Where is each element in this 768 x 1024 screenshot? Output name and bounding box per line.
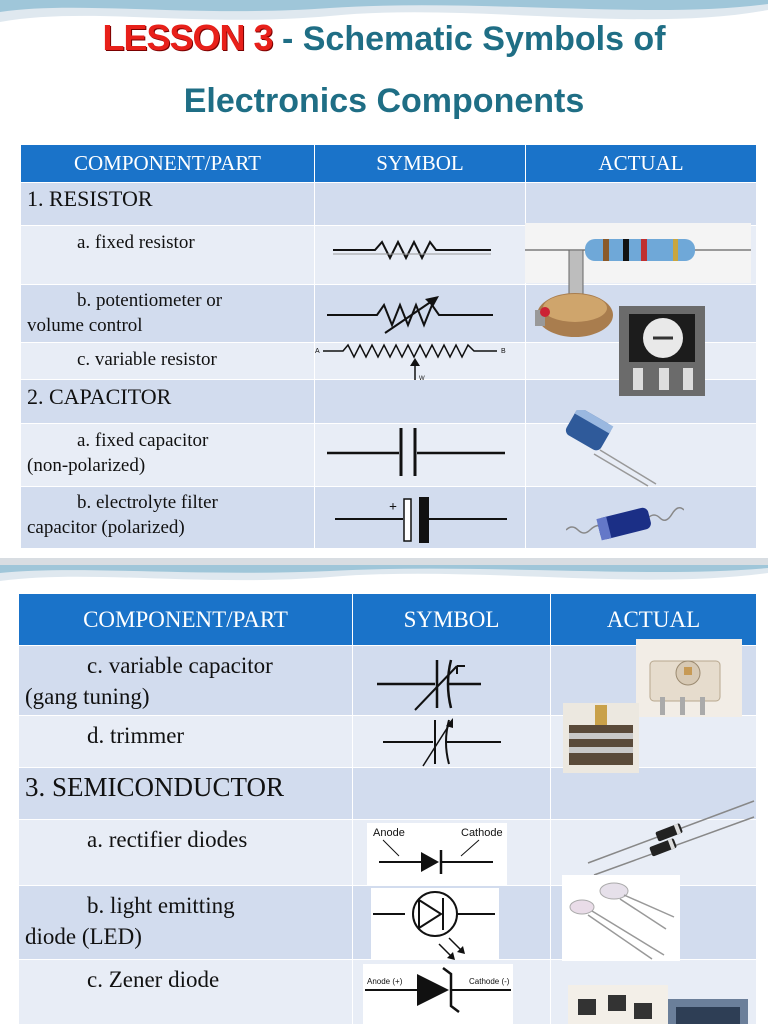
table-row: d. trimmer: [18, 715, 757, 768]
row-led-line2: diode (LED): [25, 924, 142, 949]
variable-capacitor-symbol: [377, 659, 481, 711]
table-row: 1. RESISTOR: [20, 182, 757, 226]
fixed-resistor-symbol: [333, 239, 491, 261]
title-line-1: - Schematic Symbols of: [272, 20, 666, 58]
row-led-line1: b. light emitting: [87, 893, 235, 918]
row-electrolyte-line2: capacitor (polarized): [27, 517, 185, 538]
electrolytic-capacitor-photo: [566, 507, 684, 541]
row-potentiometer-line2: volume control: [27, 315, 143, 336]
rectifier-diode-photo: [587, 800, 755, 876]
slide-separator: [0, 558, 768, 567]
row-variable-capacitor-line1: c. variable capacitor: [87, 653, 273, 678]
fixed-capacitor-symbol: [327, 428, 505, 476]
header-wave-decoration-2: [0, 565, 768, 581]
label-anode-plus: Anode (+): [367, 977, 403, 986]
row-rectifier-diodes: a. rectifier diodes: [87, 827, 248, 852]
table-row: 2. CAPACITOR: [20, 379, 757, 424]
led-photo: [562, 875, 680, 961]
table-row: b. electrolyte filter capacitor (polarize…: [20, 486, 757, 549]
category-semiconductor: 3. SEMICONDUCTOR: [25, 772, 285, 802]
header-component: COMPONENT/PART: [20, 144, 315, 183]
slide-1: LESSON 3 - Schematic Symbols of Electron…: [0, 0, 768, 549]
label-anode: Anode: [373, 827, 405, 839]
row-zener-diode: c. Zener diode: [87, 967, 220, 992]
row-trimmer: d. trimmer: [87, 723, 185, 748]
slide-title: LESSON 3 - Schematic Symbols of Electron…: [0, 14, 768, 125]
header-wave-decoration: [0, 0, 768, 22]
row-potentiometer-line1: b. potentiometer or: [77, 290, 223, 311]
category-resistor: 1. RESISTOR: [27, 186, 153, 211]
table-row: b. potentiometer or volume control: [20, 284, 757, 343]
label-plus: +: [389, 500, 397, 515]
lesson-label: LESSON 3: [102, 17, 273, 58]
variable-resistor-photo: [619, 306, 705, 396]
row-variable-capacitor-line2: (gang tuning): [25, 684, 150, 709]
zener-diode-symbol: Anode (+) Cathode (-): [363, 964, 513, 1024]
header-component-2: COMPONENT/PART: [18, 593, 353, 646]
header-symbol-2: SYMBOL: [352, 593, 551, 646]
electrolytic-capacitor-symbol: +: [335, 497, 507, 543]
variable-capacitor-photo: [636, 639, 742, 717]
table-row: a. rectifier diodes Anode Cathode: [18, 819, 757, 886]
row-fixed-capacitor-line2: (non-polarized): [27, 455, 146, 476]
title-line-2: Electronics Components: [183, 82, 585, 120]
header-symbol: SYMBOL: [314, 144, 526, 183]
potentiometer-symbol: [327, 296, 493, 334]
label-cathode: Cathode: [461, 827, 503, 839]
slide-2: COMPONENT/PART SYMBOL ACTUAL c. variable…: [0, 565, 768, 1024]
label-b: B: [501, 348, 506, 355]
table-row: 3. SEMICONDUCTOR: [18, 767, 757, 820]
row-electrolyte-line1: b. electrolyte filter: [77, 492, 218, 513]
rectifier-diode-symbol: Anode Cathode: [367, 823, 507, 885]
components-table-2: COMPONENT/PART SYMBOL ACTUAL c. variable…: [18, 593, 757, 1024]
variable-resistor-symbol: A B W: [315, 343, 506, 380]
label-a: A: [315, 348, 320, 355]
row-fixed-capacitor-line1: a. fixed capacitor: [77, 430, 209, 451]
header-actual-2: ACTUAL: [550, 593, 757, 646]
ceramic-capacitor-photo: [565, 410, 657, 487]
row-fixed-resistor: a. fixed resistor: [77, 232, 195, 253]
potentiometer-photo: [535, 250, 613, 337]
component-photo-edge: [668, 999, 748, 1024]
header-actual: ACTUAL: [525, 144, 757, 183]
trimmer-photo: [563, 703, 639, 773]
trimmer-symbol: [383, 718, 501, 767]
label-cathode-minus: Cathode (-): [469, 977, 510, 986]
zener-diode-photo: [568, 985, 668, 1024]
table-row: a. fixed capacitor (non-polarized): [20, 423, 757, 487]
led-symbol: [371, 888, 499, 960]
row-variable-resistor: c. variable resistor: [77, 349, 217, 370]
category-capacitor: 2. CAPACITOR: [27, 384, 172, 409]
resistor-photo: [525, 223, 751, 283]
components-table-1: COMPONENT/PART SYMBOL ACTUAL 1. RESISTOR…: [20, 144, 757, 549]
label-w: W: [419, 376, 425, 380]
